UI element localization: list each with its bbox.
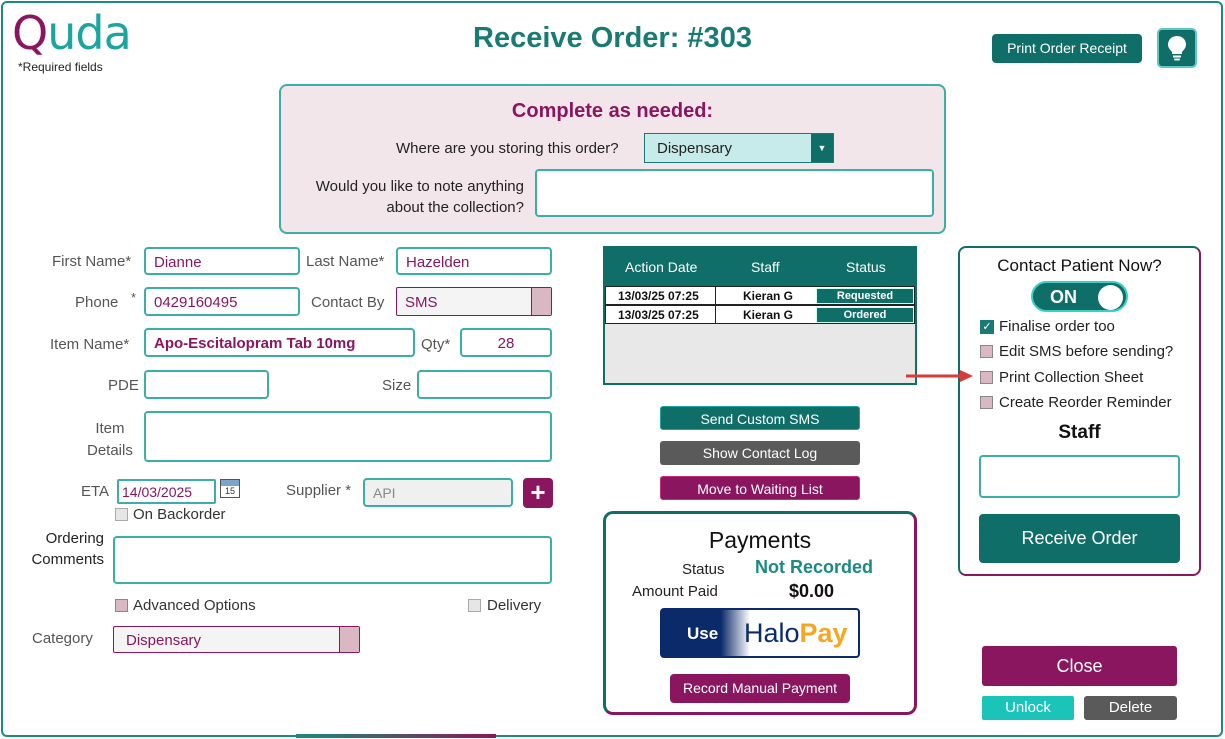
edit-sms-label: Edit SMS before sending? (999, 343, 1174, 360)
delete-button[interactable]: Delete (1084, 696, 1177, 720)
record-manual-payment-button[interactable]: Record Manual Payment (670, 674, 850, 703)
contact-by-label: Contact By (311, 294, 385, 311)
last-name-field[interactable]: Hazelden (396, 247, 552, 275)
contact-patient-title: Contact Patient Now? (997, 256, 1162, 275)
contact-patient-panel (958, 246, 1201, 576)
storage-location-select[interactable]: Dispensary ▼ (644, 133, 834, 163)
finalise-order-label: Finalise order too (999, 318, 1115, 335)
eta-label: ETA (81, 483, 110, 500)
add-supplier-button[interactable]: + (523, 478, 553, 508)
status-badge: Ordered (816, 307, 914, 323)
phone-field[interactable]: 0429160495 (144, 287, 300, 316)
show-contact-log-button[interactable]: Show Contact Log (660, 441, 860, 465)
ordering-comments-field[interactable] (113, 536, 552, 584)
column-header: Staff (751, 259, 780, 275)
eta-date-field[interactable]: 14/03/2025 (117, 479, 216, 504)
ordering-comments-label: Ordering Comments (31, 530, 104, 568)
staff-field[interactable] (979, 455, 1180, 498)
phone-required-star: * (131, 290, 137, 305)
first-name-field[interactable]: Dianne (144, 247, 300, 275)
page-title: Receive Order: #303 (473, 22, 752, 54)
category-select[interactable]: Dispensary (113, 626, 360, 653)
first-name-label: First Name* (52, 253, 132, 270)
create-reorder-reminder-label: Create Reorder Reminder (999, 394, 1172, 411)
contact-by-select[interactable]: SMS (396, 287, 552, 316)
print-order-receipt-button[interactable]: Print Order Receipt (992, 34, 1142, 63)
contact-by-dropdown-handle[interactable] (531, 288, 551, 315)
storage-location-value: Dispensary (657, 140, 733, 157)
contact-log-table: Action Date Staff Status 13/03/25 07:25 … (603, 246, 917, 385)
payments-panel (603, 511, 917, 715)
pde-label: PDE (108, 377, 139, 394)
chevron-down-icon: ▼ (811, 134, 833, 162)
move-to-waiting-list-button[interactable]: Move to Waiting List (660, 476, 860, 500)
item-details-field[interactable] (144, 411, 552, 462)
advanced-options-checkbox[interactable] (115, 599, 128, 612)
print-collection-sheet-label: Print Collection Sheet (999, 369, 1144, 386)
qty-field[interactable]: 28 (460, 328, 552, 357)
delivery-checkbox[interactable] (468, 599, 481, 612)
table-row[interactable]: 13/03/25 07:25 Kieran G Ordered (605, 305, 915, 324)
print-collection-sheet-checkbox[interactable] (980, 371, 993, 384)
status-badge: Requested (816, 288, 914, 304)
bottom-accent (296, 734, 496, 738)
amount-paid-label: Amount Paid (632, 583, 718, 600)
create-reorder-reminder-checkbox[interactable] (980, 396, 993, 409)
on-backorder-label: On Backorder (133, 506, 226, 523)
size-field[interactable] (417, 370, 552, 399)
finalise-order-checkbox[interactable]: ✓ (980, 320, 994, 334)
payments-title: Payments (708, 527, 812, 553)
amount-paid-value: $0.00 (789, 581, 835, 601)
contact-toggle[interactable]: ON (1031, 281, 1128, 312)
red-arrow-icon (906, 370, 973, 382)
category-dropdown-handle[interactable] (339, 627, 359, 652)
staff-label: Staff (1058, 422, 1101, 443)
category-label: Category (32, 630, 93, 647)
edit-sms-checkbox[interactable] (980, 345, 993, 358)
item-details-label: Item Details (87, 420, 133, 459)
payment-status-label: Status (682, 561, 725, 578)
qty-label: Qty* (421, 336, 451, 353)
collection-note-label: Would you like to note anything about th… (315, 178, 524, 216)
halopay-logo: HaloPay (744, 618, 848, 648)
delivery-label: Delivery (487, 597, 542, 614)
on-backorder-checkbox[interactable] (115, 508, 128, 521)
close-button[interactable]: Close (982, 646, 1177, 686)
last-name-label: Last Name* (306, 253, 385, 270)
unlock-button[interactable]: Unlock (982, 696, 1074, 720)
supplier-field[interactable]: API (363, 478, 513, 507)
collection-note-input[interactable] (535, 169, 934, 217)
table-row[interactable]: 13/03/25 07:25 Kieran G Requested (605, 286, 915, 305)
lightbulb-icon (1168, 36, 1186, 61)
pde-field[interactable] (144, 370, 269, 399)
phone-label: Phone (75, 294, 119, 311)
advanced-options-label: Advanced Options (133, 597, 256, 614)
lightbulb-button[interactable] (1157, 28, 1197, 68)
column-header: Status (846, 259, 886, 275)
halopay-button[interactable]: Use HaloPay (660, 608, 860, 658)
item-name-label: Item Name* (50, 336, 130, 353)
send-custom-sms-button[interactable]: Send Custom SMS (660, 406, 860, 430)
required-fields-note: *Required fields (18, 60, 103, 74)
item-name-field[interactable]: Apo-Escitalopram Tab 10mg (144, 328, 415, 357)
size-label: Size (382, 377, 412, 394)
storing-question-label: Where are you storing this order? (396, 140, 619, 157)
supplier-label: Supplier * (286, 482, 352, 499)
payment-status-value: Not Recorded (755, 557, 874, 577)
quda-logo: Quda (12, 6, 132, 60)
calendar-icon[interactable]: 15 (220, 479, 240, 498)
column-header: Action Date (625, 259, 698, 275)
receive-order-button[interactable]: Receive Order (979, 514, 1180, 563)
complete-panel-title: Complete as needed: (511, 100, 714, 122)
table-header: Action Date Staff Status (605, 248, 915, 286)
